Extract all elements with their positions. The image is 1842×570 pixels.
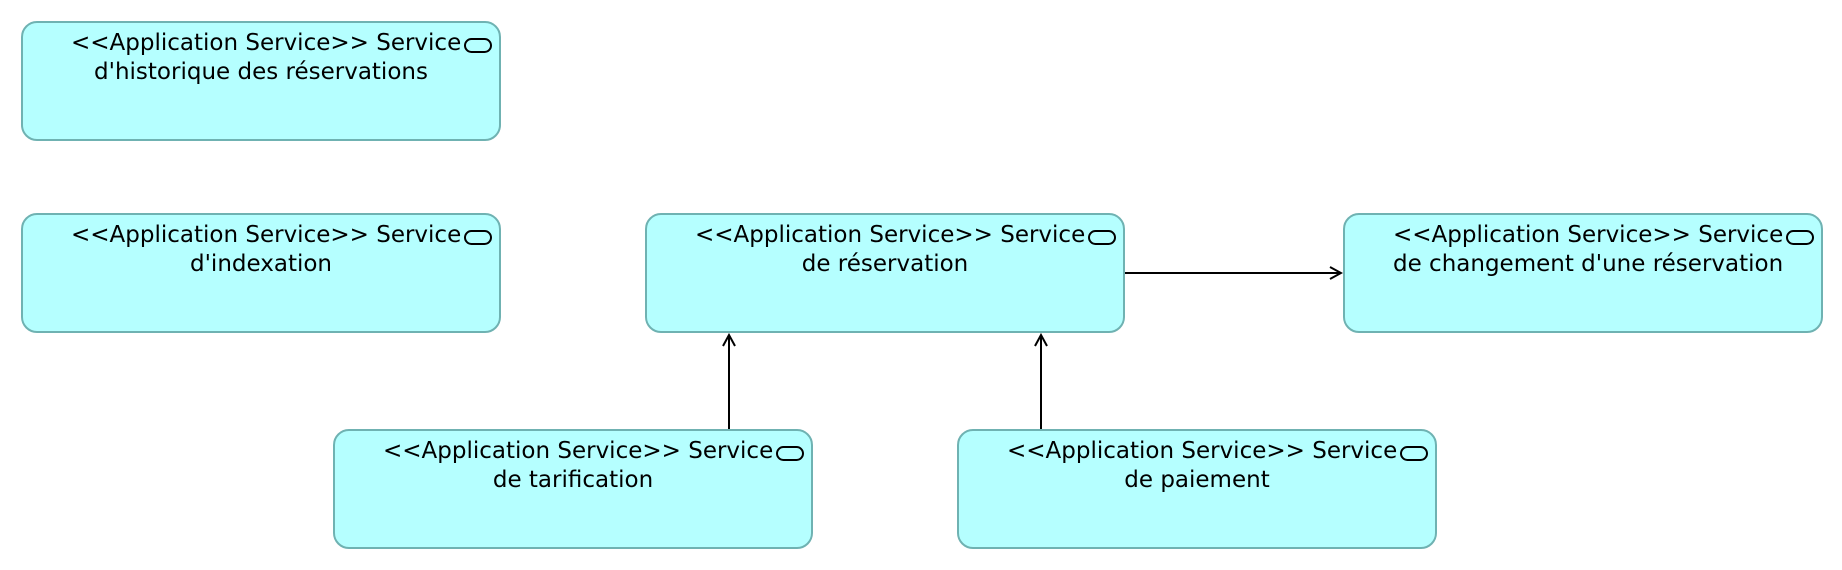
service-icon xyxy=(1786,230,1814,245)
service-icon xyxy=(464,230,492,245)
node-name-line: de changement d'une réservation xyxy=(1393,251,1784,277)
node-name-line: d'indexation xyxy=(190,251,332,277)
node-service-reservation[interactable]: <<Application Service>> Service de réser… xyxy=(645,213,1125,333)
node-stereotype-line: <<Application Service>> Service xyxy=(695,222,1086,248)
node-stereotype-line: <<Application Service>> Service xyxy=(71,30,462,56)
node-service-changement[interactable]: <<Application Service>> Service de chang… xyxy=(1343,213,1823,333)
node-name-line: d'historique des réservations xyxy=(94,59,428,85)
node-service-tarification[interactable]: <<Application Service>> Service de tarif… xyxy=(333,429,813,549)
service-icon xyxy=(1400,446,1428,461)
node-stereotype-line: <<Application Service>> Service xyxy=(1007,438,1398,464)
node-stereotype-line: <<Application Service>> Service xyxy=(71,222,462,248)
node-service-paiement[interactable]: <<Application Service>> Service de paiem… xyxy=(957,429,1437,549)
service-icon xyxy=(1088,230,1116,245)
node-name-line: de tarification xyxy=(492,467,654,493)
node-service-historique[interactable]: <<Application Service>> Service d'histor… xyxy=(21,21,501,141)
node-service-indexation[interactable]: <<Application Service>> Service d'indexa… xyxy=(21,213,501,333)
service-icon xyxy=(776,446,804,461)
node-stereotype-line: <<Application Service>> Service xyxy=(1393,222,1784,248)
node-name-line: de réservation xyxy=(801,251,969,277)
node-stereotype-line: <<Application Service>> Service xyxy=(383,438,774,464)
service-icon xyxy=(464,38,492,53)
node-name-line: de paiement xyxy=(1124,467,1270,493)
